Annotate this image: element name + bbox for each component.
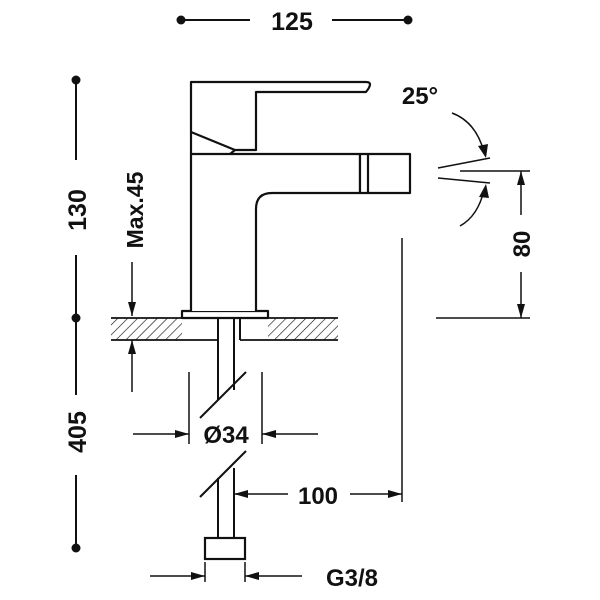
depth-dim-label-405: 405 bbox=[64, 411, 92, 453]
countertop bbox=[111, 317, 338, 341]
max-dim-arrow-down bbox=[128, 302, 136, 316]
lever-handle bbox=[189, 80, 372, 152]
countertop-left-hatch bbox=[111, 318, 182, 340]
thread-arrow-right bbox=[245, 572, 259, 580]
angle-arrow-lower bbox=[479, 184, 489, 198]
diameter-arrow-left bbox=[175, 430, 189, 438]
countertop-right-hatch bbox=[268, 318, 338, 340]
spout-height-dimension: 80 bbox=[436, 170, 536, 319]
thread-fitting bbox=[203, 536, 247, 561]
diameter-arrow-right bbox=[262, 430, 276, 438]
thread-dimension: G3/8 bbox=[150, 562, 378, 592]
break-line-upper bbox=[199, 371, 247, 419]
shank-and-hose bbox=[199, 318, 247, 561]
height-dim-dot-top bbox=[71, 75, 81, 85]
reach-label: 100 bbox=[298, 483, 338, 510]
height-dim-dot-bottom bbox=[71, 543, 81, 553]
height-dim-label-130: 130 bbox=[64, 189, 92, 231]
width-dim-label: 125 bbox=[271, 8, 313, 36]
width-dim-dot-left bbox=[176, 15, 186, 25]
angle-label: 25° bbox=[402, 83, 438, 110]
thread-arrow-left bbox=[191, 572, 205, 580]
height-dimension: 130 405 bbox=[64, 75, 92, 553]
max-thickness-label: Max.45 bbox=[122, 171, 148, 248]
diameter-dimension: Ø34 bbox=[133, 372, 318, 449]
spout-height-arrow-down bbox=[517, 304, 525, 318]
spout-height-arrow-up bbox=[517, 171, 525, 185]
handle-neck-right bbox=[229, 149, 236, 155]
width-dimension: 125 bbox=[176, 8, 413, 36]
spray-line-upper bbox=[437, 157, 491, 169]
spout-height-label: 80 bbox=[509, 231, 536, 258]
base-plate bbox=[180, 309, 270, 320]
mixer-body bbox=[180, 80, 412, 320]
reach-dimension: 100 bbox=[234, 238, 403, 510]
body-outline bbox=[189, 152, 362, 311]
reach-arrow-left bbox=[234, 490, 248, 498]
spray-line-lower bbox=[437, 177, 491, 184]
reach-arrow-right bbox=[388, 490, 402, 498]
angle-arrow-upper bbox=[478, 144, 488, 158]
max-dim-arrow-up bbox=[128, 340, 136, 354]
break-line-lower bbox=[199, 450, 247, 498]
thread-label: G3/8 bbox=[326, 565, 378, 592]
max-thickness-dimension: Max.45 bbox=[122, 171, 148, 392]
diameter-label: Ø34 bbox=[203, 422, 249, 449]
width-dim-dot-right bbox=[403, 15, 413, 25]
height-dim-dot-middle bbox=[71, 313, 81, 323]
spray-angle-indicator: 25° bbox=[402, 83, 491, 227]
